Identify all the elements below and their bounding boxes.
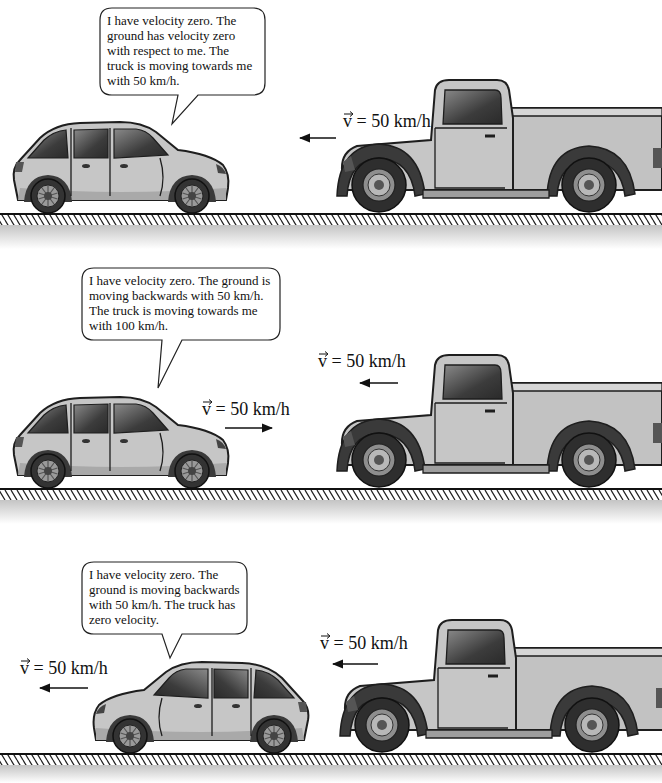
ground-shade xyxy=(0,765,662,783)
velocity-arrow xyxy=(225,427,272,429)
truck xyxy=(337,80,662,212)
bubble-shape xyxy=(82,268,280,388)
velocity-text: v = 50 km/h xyxy=(20,658,108,678)
velocity-text: v = 50 km/h xyxy=(202,399,290,419)
car xyxy=(14,397,229,488)
car xyxy=(94,662,309,753)
velocity-text: v = 50 km/h xyxy=(320,633,408,653)
velocity-text: v = 50 km/h xyxy=(343,111,431,131)
speech-bubble: I have velocity zero. The ground is movi… xyxy=(82,562,247,634)
ground-hatch xyxy=(0,490,662,500)
car xyxy=(14,122,229,213)
ground xyxy=(0,488,662,524)
ground-line xyxy=(0,488,662,490)
velocity-label: v = 50 km/h xyxy=(343,110,431,132)
bubble-text: I have velocity zero. The ground is movi… xyxy=(82,562,247,632)
velocity-label: v = 50 km/h xyxy=(202,398,290,420)
ground xyxy=(0,753,662,783)
bubble-shape xyxy=(100,8,265,124)
velocity-label: v = 50 km/h xyxy=(20,657,108,679)
truck xyxy=(337,355,662,487)
ground xyxy=(0,213,662,249)
velocity-arrow xyxy=(333,663,378,665)
ground-line xyxy=(0,753,662,755)
velocity-arrow xyxy=(300,137,336,139)
velocity-text: v = 50 km/h xyxy=(318,351,406,371)
bubble-text: I have velocity zero. The ground is movi… xyxy=(82,268,280,338)
ground-shade xyxy=(0,500,662,524)
velocity-label: v = 50 km/h xyxy=(320,632,408,654)
velocity-label: v = 50 km/h xyxy=(318,350,406,372)
ground-line xyxy=(0,213,662,215)
velocity-arrow xyxy=(360,382,398,384)
ground-hatch xyxy=(0,215,662,225)
velocity-arrow xyxy=(40,687,88,689)
bubble-text: I have velocity zero. The ground has vel… xyxy=(100,8,265,93)
speech-bubble: I have velocity zero. The ground is movi… xyxy=(82,268,280,340)
ground-shade xyxy=(0,225,662,249)
bubble-shape xyxy=(82,562,247,658)
ground-hatch xyxy=(0,755,662,765)
speech-bubble: I have velocity zero. The ground has vel… xyxy=(100,8,265,95)
